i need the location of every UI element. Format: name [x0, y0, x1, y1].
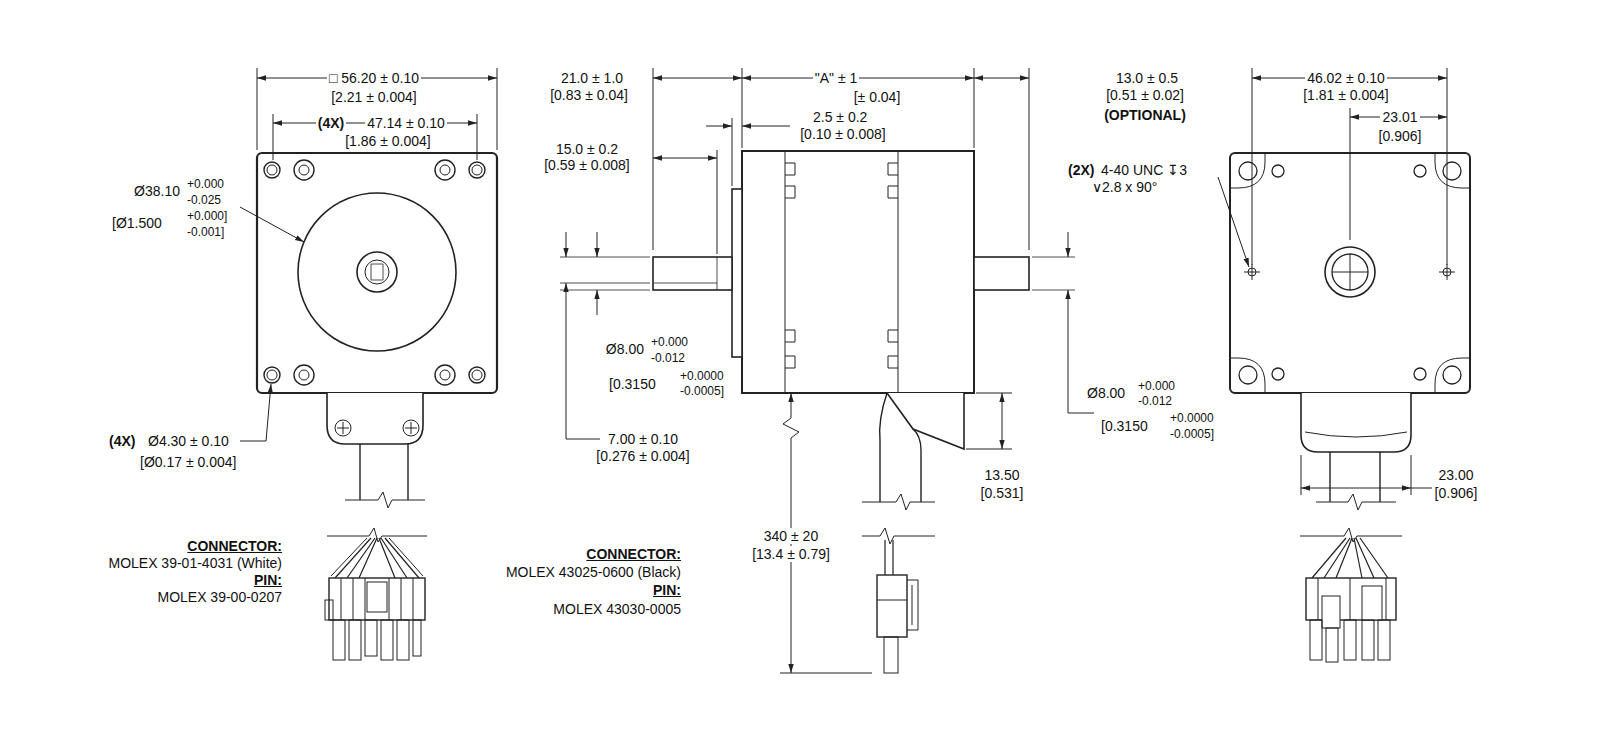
dimension-label: (2X) — [1066, 162, 1096, 178]
dimension-label: "A" ± 1 — [813, 70, 860, 86]
dimension-label: (4X) — [107, 433, 137, 449]
dimension-label: +0.000 — [185, 178, 226, 191]
connector-rear — [1300, 528, 1402, 662]
dimension-label: 7.00 ± 0.10 — [606, 431, 680, 447]
dimension-label: 23.00 — [1436, 467, 1475, 483]
dimension-label: (OPTIONAL) — [1102, 107, 1188, 123]
dimension-label: [0.531] — [979, 485, 1026, 501]
dimension-label: [0.3150 — [607, 376, 658, 392]
dimension-label: 15.0 ± 0.2 — [554, 141, 620, 157]
dimension-label: Ø8.00 — [604, 341, 646, 357]
dimension-label: [0.83 ± 0.04] — [548, 87, 630, 103]
front-view — [240, 68, 497, 508]
dimension-label: -0.012 — [1136, 395, 1174, 408]
dimension-label: [Ø1.500 — [110, 215, 164, 231]
dimension-label: MOLEX 43025-0600 (Black) — [504, 564, 683, 580]
dimension-label: 21.0 ± 1.0 — [559, 70, 625, 86]
dimension-label: -0.025 — [185, 194, 223, 207]
dimension-label: 340 ± 20 — [762, 528, 820, 544]
dimension-label: MOLEX 43030-0005 — [551, 601, 683, 617]
dimension-label: [1.86 ± 0.004] — [343, 133, 433, 149]
dimension-label: CONNECTOR: — [185, 538, 284, 554]
dimension-label: [0.59 ± 0.008] — [542, 157, 632, 173]
dimension-label: 46.02 ± 0.10 — [1305, 70, 1387, 86]
side-view — [560, 68, 1094, 673]
dimension-label: PIN: — [651, 582, 683, 598]
dimension-label: [13.4 ± 0.79] — [750, 546, 832, 562]
dimension-label: +0.000 — [1136, 380, 1177, 393]
dimension-label: -0.001] — [185, 226, 226, 239]
dimension-label: [0.906] — [1377, 128, 1424, 144]
dimension-label: 2.5 ± 0.2 — [811, 109, 869, 125]
dimension-label: ∨2.8 x 90° — [1090, 179, 1159, 195]
dimension-label: [0.3150 — [1099, 418, 1150, 434]
dimension-label: Ø8.00 — [1085, 385, 1127, 401]
dimension-label: +0.0000 — [678, 370, 726, 383]
dimension-label: Ø38.10 — [132, 183, 182, 199]
dimension-label: 13.50 — [982, 467, 1021, 483]
dimension-label: PIN: — [252, 572, 284, 588]
dimension-label: 13.0 ± 0.5 — [1114, 70, 1180, 86]
connector-white — [325, 528, 427, 660]
dimension-label: [2.21 ± 0.004] — [329, 89, 419, 105]
dimension-label: [Ø0.17 ± 0.004] — [138, 454, 238, 470]
dimension-label: Ø4.30 ± 0.10 — [146, 433, 231, 449]
dimension-label: +0.000 — [649, 336, 690, 349]
dimension-label: [1.81 ± 0.004] — [1301, 87, 1391, 103]
dimension-label: CONNECTOR: — [584, 546, 683, 562]
dimension-label: [0.10 ± 0.008] — [798, 126, 888, 142]
dimension-label: -0.0005] — [1168, 428, 1216, 441]
dimension-label: 23.01 — [1380, 109, 1419, 125]
dimension-label: [0.906] — [1433, 485, 1480, 501]
dimension-label: +0.0000 — [1168, 412, 1216, 425]
dimension-label: -0.0005] — [678, 385, 726, 398]
rear-view — [1218, 68, 1470, 510]
dimension-label: 47.14 ± 0.10 — [365, 115, 447, 131]
dimension-label: +0.000] — [185, 210, 229, 223]
dimension-label: [0.51 ± 0.02] — [1104, 87, 1186, 103]
dimension-label: 4-40 UNC ↧3 — [1099, 162, 1189, 178]
dimension-label: -0.012 — [649, 352, 687, 365]
connector-black — [862, 528, 935, 673]
dimension-label: (4X) — [316, 115, 346, 131]
dimension-label: MOLEX 39-01-4031 (White) — [106, 555, 284, 571]
dimension-label: MOLEX 39-00-0207 — [155, 589, 284, 605]
dimension-label: □ 56.20 ± 0.10 — [327, 70, 421, 86]
dimension-label: [± 0.04] — [852, 89, 903, 105]
dimension-label: [0.276 ± 0.004] — [594, 448, 691, 464]
